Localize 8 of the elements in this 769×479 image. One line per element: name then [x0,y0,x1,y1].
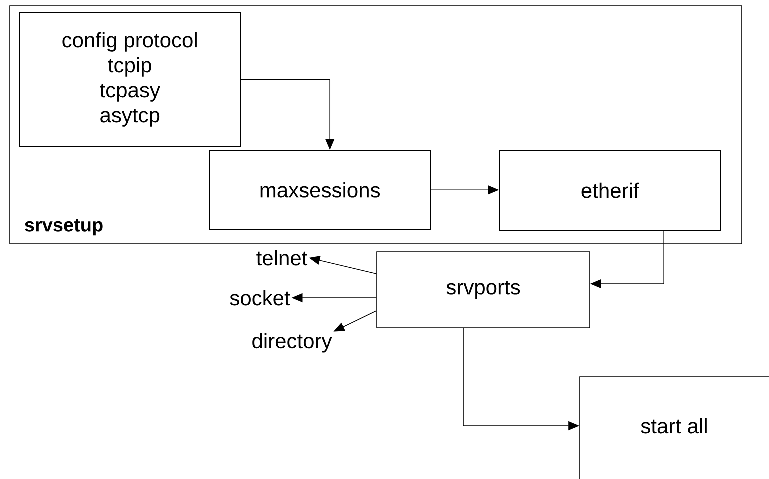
port-label: directory [252,333,332,353]
process-box: etherif [499,150,721,231]
process-box: maxsessions [209,150,431,230]
process-box: srvports [376,252,590,328]
process-box: config protocol tcpip tcpasy asytcp [19,12,241,147]
port-label: socket [230,290,290,306]
process-box: start all [580,376,769,479]
port-label: telnet [256,250,308,266]
